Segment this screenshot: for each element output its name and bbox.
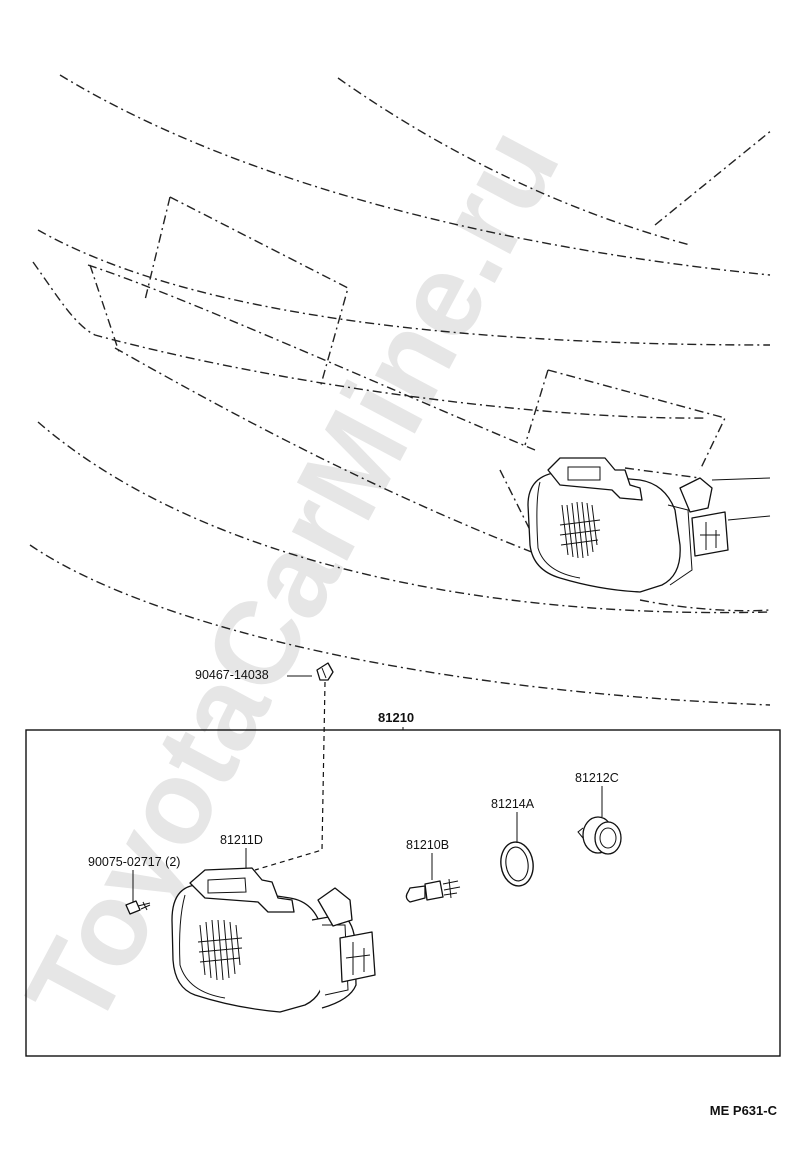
clip-nut-part: 90467-14038	[195, 662, 334, 871]
part-label-81210B: 81210B	[406, 838, 449, 852]
assembly-frame: 81210	[25, 710, 781, 1057]
bulb-part: 81210B	[405, 838, 461, 903]
part-label-81212C: 81212C	[575, 771, 619, 785]
fog-lamp-unit-part: 81211D	[171, 833, 376, 1013]
part-label-81211D: 81211D	[220, 833, 263, 847]
gasket-ring-part: 81214A	[491, 797, 535, 887]
part-label-81214A: 81214A	[491, 797, 535, 811]
part-label-90075-02717: 90075-02717 (2)	[88, 855, 180, 869]
screw-part: 90075-02717 (2)	[88, 855, 180, 915]
figure-code: ME P631-C	[710, 1103, 778, 1118]
bulb-socket-part: 81212C	[575, 771, 622, 855]
part-label-90467-14038: 90467-14038	[195, 668, 269, 682]
installed-fog-lamp	[527, 457, 771, 593]
assembly-number-label: 81210	[378, 710, 414, 725]
